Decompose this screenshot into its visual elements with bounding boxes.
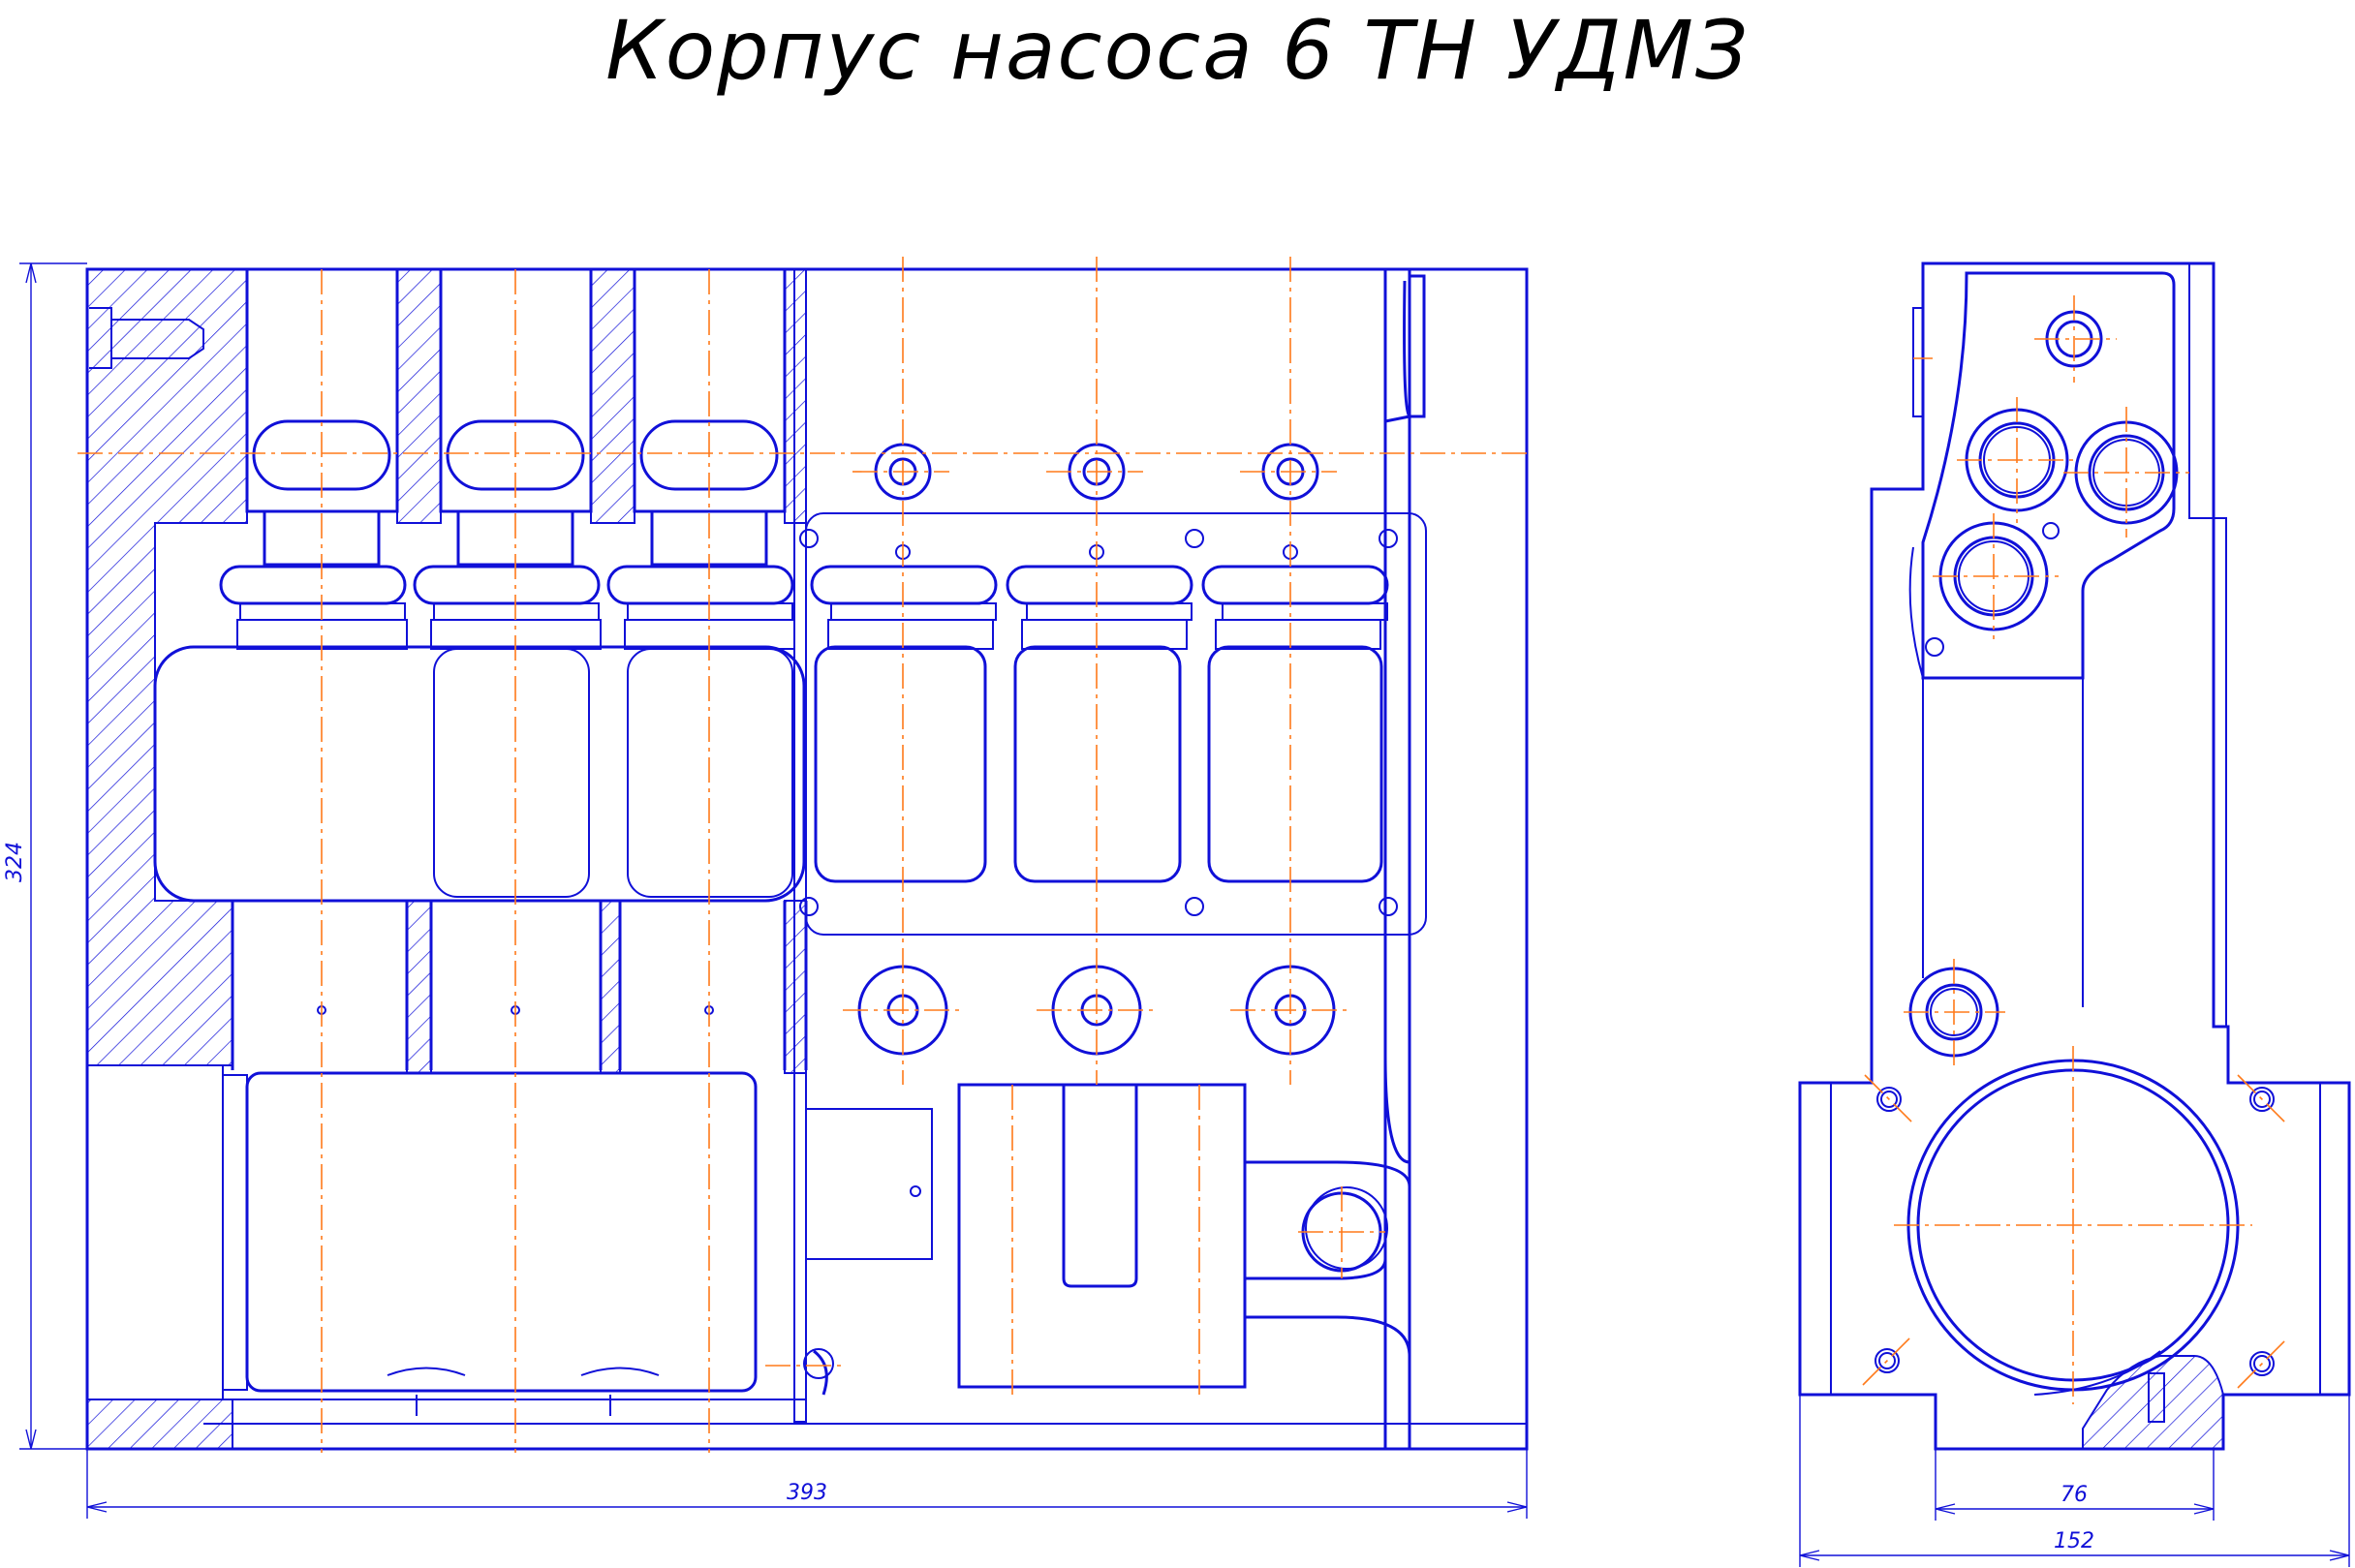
drawing-title: Корпус насоса 6 ТН УДМЗ [605, 3, 1750, 98]
dimension-width-front-label: 393 [787, 1481, 827, 1505]
dimension-side-inner [1935, 1449, 2215, 1521]
front-view: 324 393 [3, 257, 1529, 1519]
dimension-width-front [86, 1449, 1528, 1519]
side-upper-block [1798, 261, 2351, 1451]
side-view: 76 152 [1798, 261, 2351, 1567]
dimension-side-outer-label: 152 [2054, 1529, 2094, 1553]
dimension-height-label: 324 [3, 842, 27, 882]
dimension-side-inner-label: 76 [2061, 1483, 2088, 1507]
main-chamber [153, 645, 806, 903]
crankcase [245, 1071, 758, 1393]
left-section-hatch [86, 268, 248, 1066]
dimension-side-outer [1799, 1395, 2350, 1567]
